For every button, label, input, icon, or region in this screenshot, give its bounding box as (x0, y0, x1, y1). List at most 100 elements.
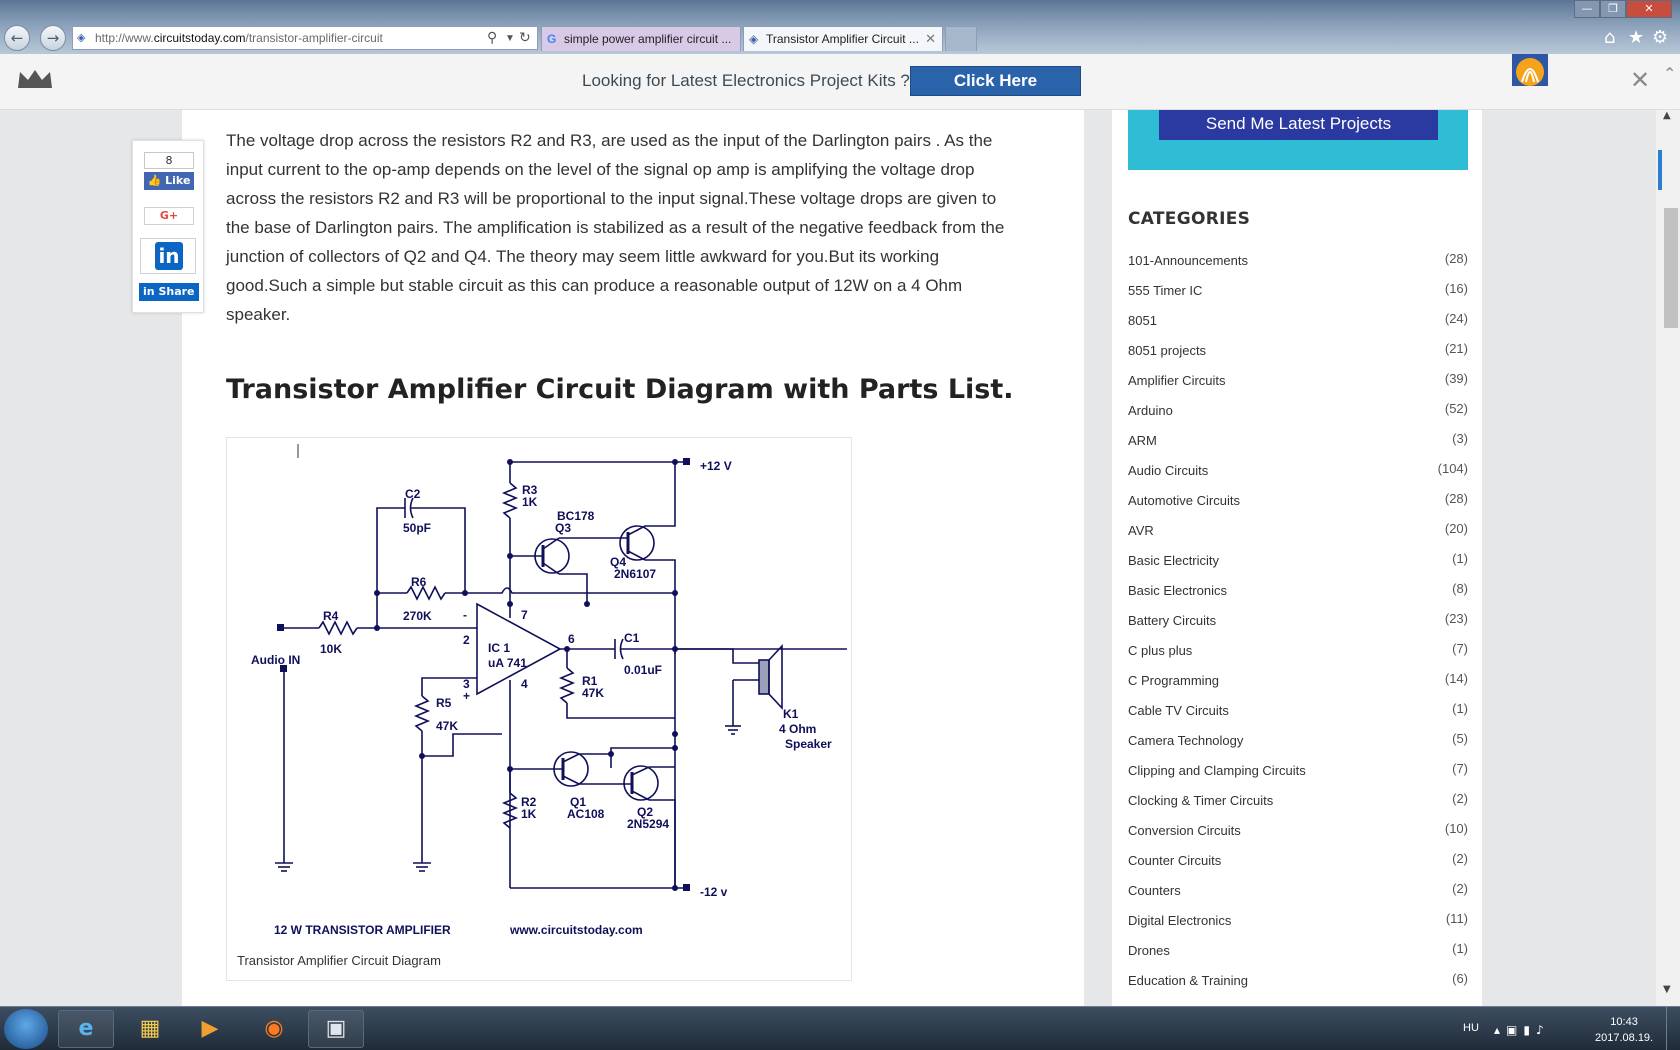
taskbar: e ▦ ▶ ◉ ▣ HU ▴▣▮♪ 10:43 2017.08.19. (0, 1006, 1680, 1050)
category-name[interactable]: Counter Circuits (1128, 853, 1222, 868)
media-player-icon[interactable]: ▶ (201, 1016, 219, 1041)
category-item[interactable]: Counters(2) (1128, 881, 1468, 913)
category-item[interactable]: Clocking & Timer Circuits(2) (1128, 791, 1468, 823)
power-icon[interactable]: ▮ (1523, 1023, 1536, 1037)
tab-simple-power-amplifier[interactable]: G simple power amplifier circuit ... (541, 26, 741, 51)
diagram-label: BC178 (557, 509, 595, 523)
category-item[interactable]: Digital Electronics(11) (1128, 911, 1468, 943)
category-name[interactable]: Cable TV Circuits (1128, 703, 1229, 718)
category-item[interactable]: Conversion Circuits(10) (1128, 821, 1468, 853)
show-hidden-icons-icon[interactable]: ▴ (1494, 1023, 1507, 1037)
google-plus-button[interactable]: G+ (144, 207, 194, 225)
back-button[interactable]: ← (4, 25, 30, 51)
category-name[interactable]: Counters (1128, 883, 1181, 898)
category-name[interactable]: Education & Training (1128, 973, 1248, 988)
search-icon[interactable]: ⚲ (487, 29, 498, 45)
category-item[interactable]: Battery Circuits(23) (1128, 611, 1468, 643)
category-name[interactable]: Basic Electricity (1128, 553, 1220, 568)
category-item[interactable]: Basic Electronics(8) (1128, 581, 1468, 613)
diagram-label: R6 (411, 575, 427, 589)
refresh-icon[interactable]: ↻ (519, 29, 531, 45)
network-icon[interactable]: ▣ (1506, 1023, 1524, 1037)
address-url: http://www.circuitstoday.com/transistor-… (95, 31, 383, 45)
category-item[interactable]: 555 Timer IC(16) (1128, 281, 1468, 313)
category-name[interactable]: 8051 (1128, 313, 1157, 328)
category-name[interactable]: Clocking & Timer Circuits (1128, 793, 1274, 808)
favorites-star-icon[interactable]: ★ (1628, 27, 1645, 48)
settings-gear-icon[interactable]: ⚙ (1652, 27, 1669, 48)
tab-close-icon[interactable]: ✕ (925, 31, 936, 46)
category-item[interactable]: 8051(24) (1128, 311, 1468, 343)
internet-explorer-icon[interactable]: e (58, 1010, 114, 1048)
tray-icons[interactable]: ▴▣▮♪ (1494, 1023, 1550, 1037)
category-name[interactable]: Digital Electronics (1128, 913, 1232, 928)
category-item[interactable]: Automotive Circuits(28) (1128, 491, 1468, 523)
category-item[interactable]: Basic Electricity(1) (1128, 551, 1468, 583)
system-clock[interactable]: 10:43 2017.08.19. (1595, 1014, 1653, 1046)
category-item[interactable]: C plus plus(7) (1128, 641, 1468, 673)
file-explorer-icon[interactable]: ▦ (139, 1016, 161, 1041)
category-item[interactable]: Counter Circuits(2) (1128, 851, 1468, 883)
address-bar[interactable]: ◈ http://www.circuitstoday.com/transisto… (72, 26, 538, 50)
maximize-button[interactable]: ❐ (1600, 0, 1626, 18)
linkedin-share-button[interactable]: in Share (139, 283, 199, 301)
brand-logo-icon (1512, 54, 1548, 86)
dropdown-icon[interactable]: ▼ (505, 33, 515, 44)
facebook-like-button[interactable]: 👍 Like (144, 172, 194, 190)
clock-time: 10:43 (1610, 1016, 1638, 1028)
category-name[interactable]: Conversion Circuits (1128, 823, 1241, 838)
remote-desktop-icon[interactable]: ▣ (308, 1010, 364, 1048)
category-name[interactable]: ARM (1128, 433, 1157, 448)
category-name[interactable]: Arduino (1128, 403, 1173, 418)
category-name[interactable]: Amplifier Circuits (1128, 373, 1226, 388)
linkedin-icon[interactable]: in (140, 238, 196, 274)
category-item[interactable]: C Programming(14) (1128, 671, 1468, 703)
page-scrollbar[interactable]: ▲ ▼ (1656, 110, 1680, 1006)
category-item[interactable]: 8051 projects(21) (1128, 341, 1468, 373)
category-name[interactable]: 555 Timer IC (1128, 283, 1203, 298)
category-name[interactable]: C Programming (1128, 673, 1220, 688)
collapse-chevron-icon[interactable]: ⌃ (1663, 64, 1677, 83)
click-here-button[interactable]: Click Here (910, 66, 1081, 96)
forward-button[interactable]: → (40, 25, 66, 51)
category-name[interactable]: Automotive Circuits (1128, 493, 1240, 508)
category-name[interactable]: Clipping and Clamping Circuits (1128, 763, 1306, 778)
close-window-button[interactable]: ✕ (1626, 0, 1672, 18)
scroll-thumb[interactable] (1664, 208, 1678, 328)
category-name[interactable]: AVR (1128, 523, 1154, 538)
category-name[interactable]: Camera Technology (1128, 733, 1244, 748)
category-name[interactable]: Basic Electronics (1128, 583, 1227, 598)
scroll-down-icon[interactable]: ▼ (1663, 984, 1671, 995)
volume-icon[interactable]: ♪ (1535, 1023, 1550, 1037)
category-item[interactable]: Arduino(52) (1128, 401, 1468, 433)
show-desktop-button[interactable] (1666, 1007, 1680, 1050)
home-icon[interactable]: ⌂ (1604, 27, 1616, 48)
diagram-label: + (463, 689, 470, 703)
minimize-button[interactable]: — (1574, 0, 1600, 18)
category-item[interactable]: Clipping and Clamping Circuits(7) (1128, 761, 1468, 793)
category-item[interactable]: Education & Training(6) (1128, 971, 1468, 1003)
category-name[interactable]: 8051 projects (1128, 343, 1207, 358)
close-icon[interactable]: ✕ (1630, 66, 1651, 94)
category-name[interactable]: Drones (1128, 943, 1170, 958)
category-name[interactable]: Battery Circuits (1128, 613, 1217, 628)
start-button[interactable] (4, 1009, 48, 1049)
category-item[interactable]: Cable TV Circuits(1) (1128, 701, 1468, 733)
category-name[interactable]: Audio Circuits (1128, 463, 1209, 478)
scroll-up-icon[interactable]: ▲ (1663, 110, 1671, 121)
category-item[interactable]: Camera Technology (5) (1128, 731, 1468, 763)
category-item[interactable]: 101-Announcements(28) (1128, 251, 1468, 283)
category-item[interactable]: Audio Circuits(104) (1128, 461, 1468, 493)
new-tab-button[interactable] (945, 26, 977, 51)
category-name[interactable]: C plus plus (1128, 643, 1193, 658)
firefox-icon[interactable]: ◉ (264, 1016, 284, 1041)
language-indicator[interactable]: HU (1463, 1022, 1479, 1034)
category-item[interactable]: Drones(1) (1128, 941, 1468, 973)
category-item[interactable]: ARM(3) (1128, 431, 1468, 463)
tab-transistor-amplifier[interactable]: ◈ Transistor Amplifier Circuit ... ✕ (743, 26, 943, 51)
category-name[interactable]: 101-Announcements (1128, 253, 1248, 268)
category-item[interactable]: AVR(20) (1128, 521, 1468, 553)
category-item[interactable]: Amplifier Circuits(39) (1128, 371, 1468, 403)
category-count: (5) (1452, 731, 1468, 746)
send-latest-projects-button[interactable]: Send Me Latest Projects (1159, 110, 1438, 140)
